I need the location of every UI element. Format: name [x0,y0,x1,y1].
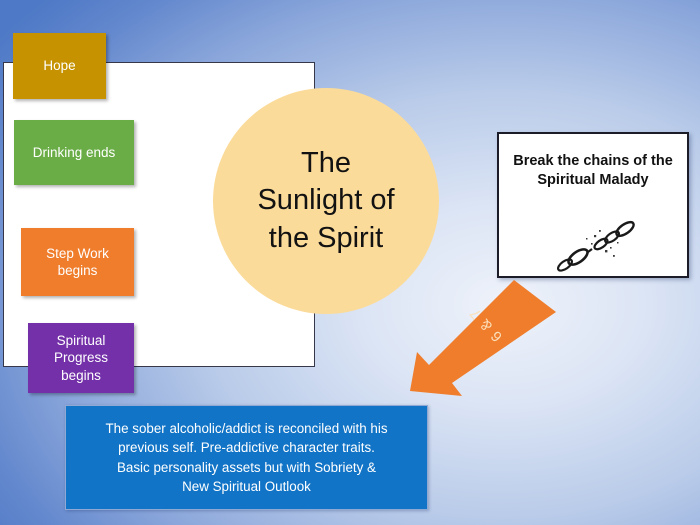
description-line-2: previous self. Pre-addictive character t… [118,440,375,456]
sunlight-line-1: The [301,147,351,180]
stage-box-hope[interactable]: Hope [13,33,106,99]
stage-box-drinking-ends[interactable]: Drinking ends [14,120,134,185]
stage-box-step-work[interactable]: Step Work begins [21,228,134,296]
sunlight-line-2: Sunlight of [257,184,395,217]
break-chains-line-1: Break the chains of the [513,153,673,169]
description-line-3: Basic personality assets but with Sobrie… [116,459,376,475]
break-chains-line-2: Spiritual Malady [537,172,649,189]
steps-arrow-shape [410,280,556,396]
description-box[interactable]: The sober alcoholic/addict is reconciled… [65,405,428,510]
sunlight-circle[interactable]: The Sunlight of the Spirit [213,88,439,314]
broken-chain-image [556,220,635,272]
stage-box-hope-label: Hope [43,58,76,74]
break-chains-card[interactable]: Break the chains of the Spiritual Malady [497,132,689,278]
stage-box-spiritual-progress[interactable]: Spiritual Progress begins [28,323,134,393]
sunlight-circle-label: The Sunlight of the Spirit [241,145,410,256]
break-chains-title: Break the chains of the Spiritual Malady [499,152,687,190]
steps-arrow[interactable]: 6 & 7 [404,278,560,400]
stage-box-drinking-ends-label: Drinking ends [32,144,116,160]
description-line-1: The sober alcoholic/addict is reconciled… [105,421,388,437]
sunlight-line-3: the Spirit [268,221,384,254]
description-line-4: New Spiritual Outlook [182,478,311,494]
description-text: The sober alcoholic/addict is reconciled… [95,419,397,495]
stage-box-spiritual-progress-label: Spiritual Progress begins [53,333,109,383]
stage-box-step-work-label: Step Work begins [46,245,109,278]
